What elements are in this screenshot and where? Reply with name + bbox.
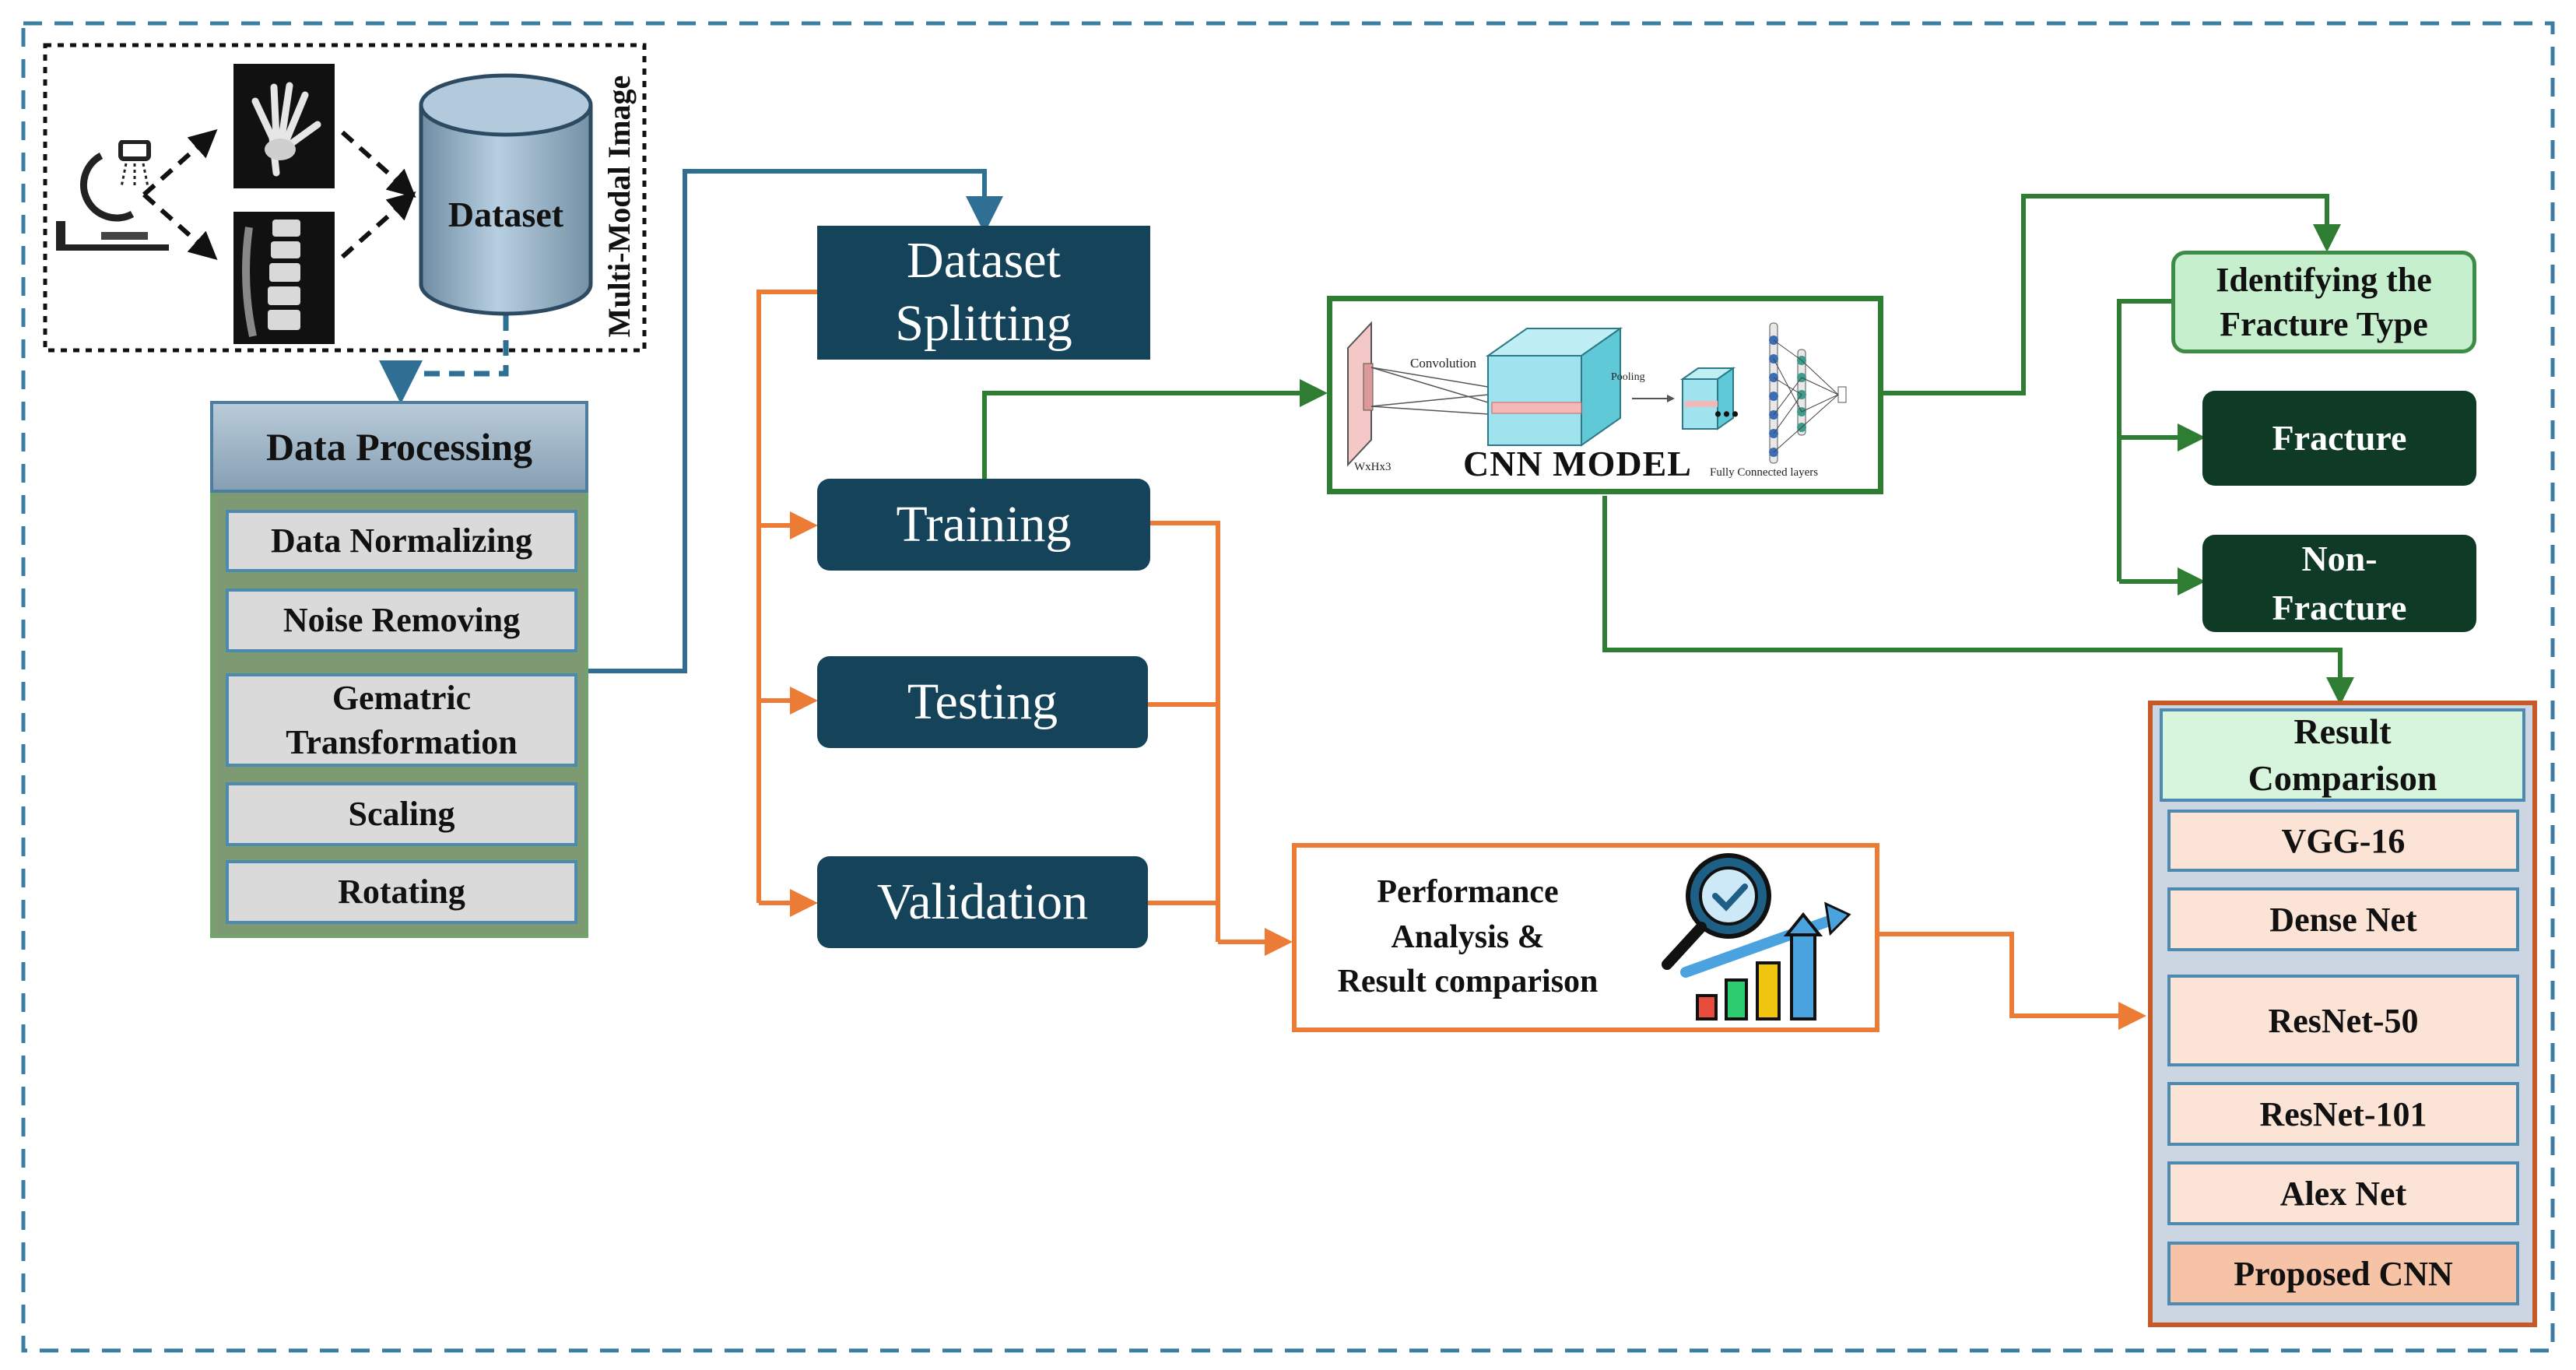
data-processing-title: Data Processing (210, 401, 588, 493)
performance-to-results-arrow (1879, 932, 2146, 1030)
c-arm-scanner-icon (56, 140, 169, 251)
dataset-splitting-box: Dataset Splitting (817, 226, 1150, 360)
hand-xray-image (233, 64, 335, 188)
model-resnet101: ResNet-101 (2167, 1082, 2519, 1146)
step-scaling: Scaling (226, 782, 577, 846)
cnn-model-label: CNN MODEL (1463, 443, 1692, 483)
acquisition-arrows (142, 129, 416, 260)
dataset-label: Dataset (447, 194, 564, 234)
result-comparison-title: Result Comparison (2160, 708, 2525, 802)
convolution-label: Convolution (1410, 356, 1477, 371)
model-vgg16: VGG-16 (2167, 810, 2519, 872)
non-fracture-box: Non- Fracture (2202, 535, 2476, 632)
spine-xray-image (233, 212, 335, 344)
acquisition-frame (43, 43, 647, 353)
fracture-box: Fracture (2202, 391, 2476, 486)
model-densenet: Dense Net (2167, 887, 2519, 951)
model-alexnet: Alex Net (2167, 1161, 2519, 1225)
performance-label: Performance Analysis & Result comparison (1337, 873, 1599, 1000)
performance-box: Performance Analysis & Result comparison (1292, 843, 1879, 1032)
phases-to-performance-arrows (1148, 521, 1293, 956)
input-dimension-label: WxHx3 (1354, 461, 1392, 473)
splitting-bracket-arrows (756, 290, 818, 917)
analytics-chart-icon (1662, 853, 1851, 1020)
dataset-to-processing-arrow (379, 315, 509, 404)
cnn-architecture-illustration (1347, 321, 1847, 467)
ellipsis-label: ... (1714, 386, 1739, 424)
processing-to-splitting-arrow (588, 169, 1003, 673)
model-resnet50: ResNet-50 (2167, 975, 2519, 1066)
step-data-normalizing: Data Normalizing (226, 510, 577, 572)
validation-box: Validation (817, 856, 1148, 948)
testing-box: Testing (817, 656, 1148, 748)
cnn-model-box: Convolution Pooling WxHx3 ... Fully Conn… (1327, 296, 1883, 494)
cnn-to-results-arrow (1602, 496, 2354, 705)
training-to-cnn-arrow (982, 379, 1328, 479)
dataset-cylinder-icon (419, 73, 593, 316)
fully-connected-label: Fully Connected layers (1710, 466, 1819, 479)
pooling-label: Pooling (1611, 371, 1645, 383)
model-proposed-cnn: Proposed CNN (2167, 1242, 2519, 1305)
step-noise-removing: Noise Removing (226, 588, 577, 652)
identify-fracture-box: Identifying the Fracture Type (2171, 251, 2476, 353)
outer-frame (21, 21, 2555, 1353)
training-box: Training (817, 479, 1150, 571)
step-geometric-transformation: Gematric Transformation (226, 673, 577, 767)
cnn-to-identify-arrow (1883, 194, 2341, 395)
multi-modal-label: Multi-Modal Image (601, 75, 637, 338)
step-rotating: Rotating (226, 860, 577, 924)
identify-branch-arrows (2117, 299, 2206, 595)
